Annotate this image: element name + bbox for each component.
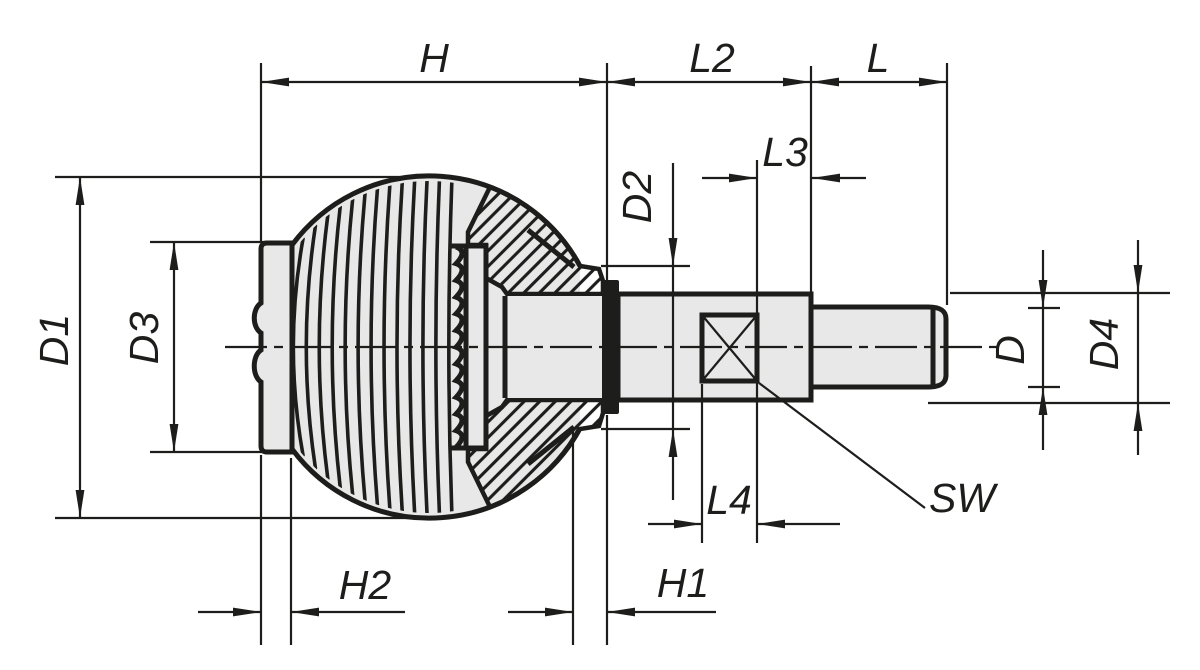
dim-label-l: L xyxy=(867,35,890,81)
insert-boundary-lower xyxy=(526,425,576,466)
dim-label-l4: L4 xyxy=(706,477,752,523)
dim-label-h2: H2 xyxy=(339,562,392,608)
dim-label-l2: L2 xyxy=(689,35,735,81)
leader-sw xyxy=(758,382,926,509)
dim-label-l3: L3 xyxy=(762,129,808,175)
dim-label-d2: D2 xyxy=(614,171,660,224)
dimension-lines xyxy=(55,63,1170,645)
dimension-labels: H L2 L L3 D2 D1 D3 L4 SW H1 H2 D D4 xyxy=(31,35,1127,608)
rib-line xyxy=(330,204,342,490)
section-hatch-lower xyxy=(465,397,606,510)
dim-label-h1: H1 xyxy=(657,560,709,606)
dim-label-d: D xyxy=(987,335,1033,365)
rib-line xyxy=(395,181,404,513)
collar xyxy=(251,240,295,455)
section-hatch-upper xyxy=(465,184,606,297)
washer-ring xyxy=(602,280,619,414)
dim-label-d4: D4 xyxy=(1081,318,1127,370)
dim-label-d1: D1 xyxy=(31,314,77,366)
dim-label-sw: SW xyxy=(929,475,998,521)
dim-label-d3: D3 xyxy=(121,312,167,365)
dim-label-h: H xyxy=(419,35,449,81)
insert-boundary-upper xyxy=(526,228,576,269)
